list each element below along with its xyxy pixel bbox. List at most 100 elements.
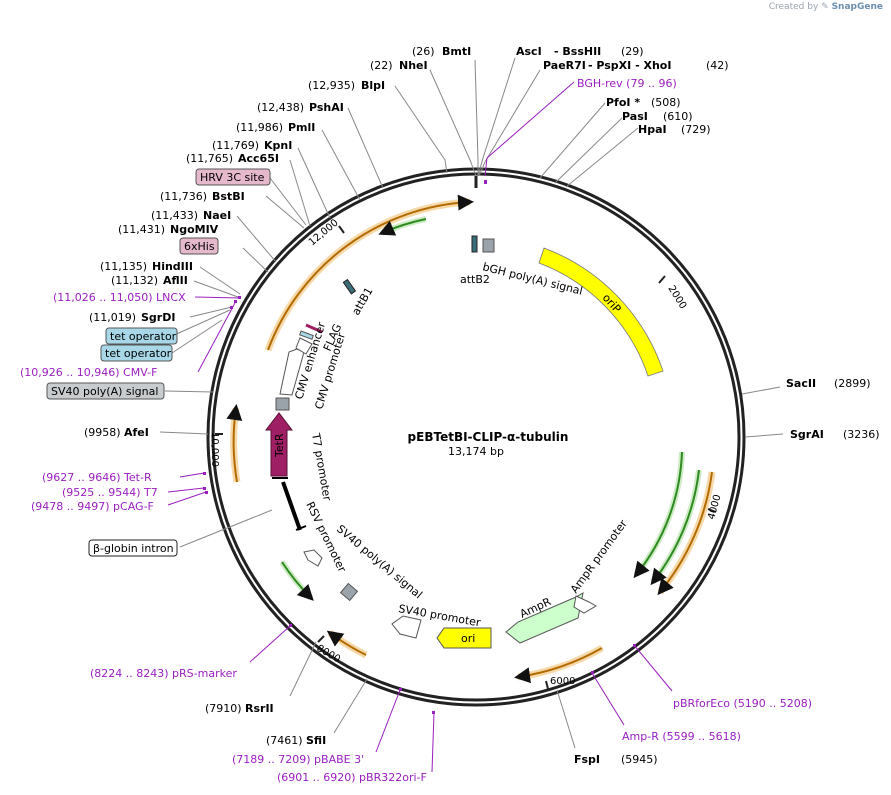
site-pshai: PshAI (309, 101, 344, 114)
snapgene-icon: ✎ (821, 2, 829, 12)
t7-promoter-line (281, 481, 302, 531)
site-bmti: BmtI (442, 45, 471, 58)
orip-feature (538, 247, 664, 377)
site-sfii-num: (7461) (266, 734, 303, 747)
site-kpni: KpnI (264, 139, 292, 152)
plasmid-name: pEBTetBI-CLIP-α-tubulin (408, 430, 569, 444)
t7-promoter-label: T7 promoter (309, 431, 334, 502)
site-sacii-num: (2899) (834, 377, 871, 390)
site-acc65i-num: (11,765) (186, 152, 233, 165)
top-sites: (26) BmtI (22) NheI AscI - BssHII (29) P… (370, 45, 729, 136)
site-sacii: SacII (786, 377, 816, 390)
site-fspi: FspI (574, 753, 600, 766)
primer-labels: (11,026 .. 11,050) LNCX (10,926 .. 10,94… (20, 291, 812, 784)
primer-amp-r: Amp-R (5599 .. 5618) (622, 730, 741, 743)
primer-tet-r: (9627 .. 9646) Tet-R (42, 471, 152, 484)
tetr-label: TetR (273, 433, 286, 458)
credit-text: Created by (768, 2, 819, 12)
site-hindiii-num: (11,135) (100, 260, 147, 273)
right-sites: SacII (2899) SgrAI (3236) FspI (5945) (574, 377, 880, 766)
sv40-polya-box: SV40 poly(A) signal (51, 385, 158, 398)
site-naei-num: (11,433) (151, 209, 198, 222)
orange-arcs (226, 194, 716, 684)
rsv-promoter-arrow (303, 549, 323, 567)
site-asci-sep: - BssHII (554, 45, 601, 58)
site-pfoi-num: (508) (651, 96, 681, 109)
site-acc65i: Acc65I (238, 152, 279, 165)
tet-operator-block (299, 330, 314, 340)
site-hindiii: HindIII (152, 260, 193, 273)
site-ngomiv: NgoMIV (170, 223, 219, 236)
site-pasi: PasI (622, 110, 648, 123)
site-sfii: SfiI (306, 734, 326, 747)
primer-marks (203, 180, 636, 714)
site-hpai: HpaI (638, 123, 667, 136)
primer-pcag-f: (9478 .. 9497) pCAG-F (31, 500, 154, 513)
tet-operator-box-1: tet operator (110, 330, 177, 343)
hrv-3c-box: HRV 3C site (200, 171, 265, 184)
site-aflii-num: (11,132) (111, 274, 158, 287)
tick-10000: 10,000 (209, 432, 220, 467)
primer-prs-marker: (8224 .. 8243) pRS-marker (90, 667, 237, 680)
site-paer7i: PaeR7I (543, 59, 586, 72)
site-paer7i-num: (42) (706, 59, 729, 72)
primer-lines (167, 81, 673, 773)
site-sgrdi: SgrDI (141, 311, 175, 324)
site-sgrai-num: (3236) (843, 428, 880, 441)
plasmid-length: 13,174 bp (448, 445, 504, 458)
attb2-block (471, 235, 478, 253)
brand-text: SnapGene (831, 2, 883, 12)
leader-lines (159, 57, 784, 749)
primer-lncx: (11,026 .. 11,050) LNCX (53, 291, 186, 304)
site-sgrdi-num: (11,019) (89, 311, 136, 324)
site-pshai-num: (12,438) (257, 101, 304, 114)
sv40-promoter-arrow (391, 615, 422, 639)
site-rsrii: RsrII (245, 702, 274, 715)
site-ngomiv-num: (11,431) (118, 223, 165, 236)
left-sites: (12,935) BlpI (12,438) PshAI (11,986) Pm… (84, 79, 385, 747)
site-pasi-num: (610) (663, 110, 693, 123)
snapgene-credit: Created by ✎ SnapGene (769, 2, 883, 12)
site-paer7i-sep: - PspXI - XhoI (588, 59, 671, 72)
primer-t7: (9525 .. 9544) T7 (62, 486, 158, 499)
primer-bgh-rev: BGH-rev (79 .. 96) (577, 77, 677, 90)
site-bmti-num: (26) (412, 45, 435, 58)
site-pmli-num: (11,986) (236, 121, 283, 134)
primer-pbrforeco: pBRforEco (5190 .. 5208) (673, 697, 812, 710)
site-blpi-num: (12,935) (308, 79, 355, 92)
site-asci-num: (29) (621, 45, 644, 58)
green-arcs (279, 216, 702, 601)
site-pmli: PmlI (288, 121, 315, 134)
backbone-inner (211, 172, 741, 702)
site-asci: AscI (516, 45, 542, 58)
site-naei: NaeI (203, 209, 231, 222)
tick-6000: 6000 (550, 676, 575, 687)
site-afei-num: (9958) (84, 426, 121, 439)
backbone-outer (206, 167, 746, 707)
ori-label: ori (461, 632, 475, 645)
site-nhei-num: (22) (370, 59, 393, 72)
tick-2000: 2000 (665, 284, 688, 311)
site-nhei: NheI (399, 59, 428, 72)
primer-pbabe: (7189 .. 7209) pBABE 3' (232, 753, 364, 766)
ampr-promoter-arrow (573, 595, 597, 614)
site-afei: AfeI (124, 426, 149, 439)
site-pfoi: PfoI * (606, 96, 640, 109)
site-kpni-num: (11,769) (212, 139, 259, 152)
tet-operator-box-2: tet operator (105, 347, 172, 360)
site-rsrii-num: (7910) (205, 702, 242, 715)
site-bstbi-num: (11,736) (160, 190, 207, 203)
tetr-arrow (264, 412, 294, 477)
beta-globin-box: β-globin intron (93, 542, 174, 555)
tick-marks (215, 176, 717, 690)
rsv-tick (295, 525, 307, 531)
primer-cmv-f: (10,926 .. 10,946) CMV-F (20, 366, 157, 379)
bgh-block (482, 238, 495, 253)
cmv-promoter-arrow (295, 337, 313, 355)
ori-arrow (436, 627, 492, 649)
site-bstbi: BstBI (212, 190, 245, 203)
site-hpai-num: (729) (681, 123, 711, 136)
ampr-promoter-label: AmpR promoter (568, 517, 630, 596)
feature-boxes: HRV 3C site 6xHis tet operator tet opera… (46, 168, 271, 557)
